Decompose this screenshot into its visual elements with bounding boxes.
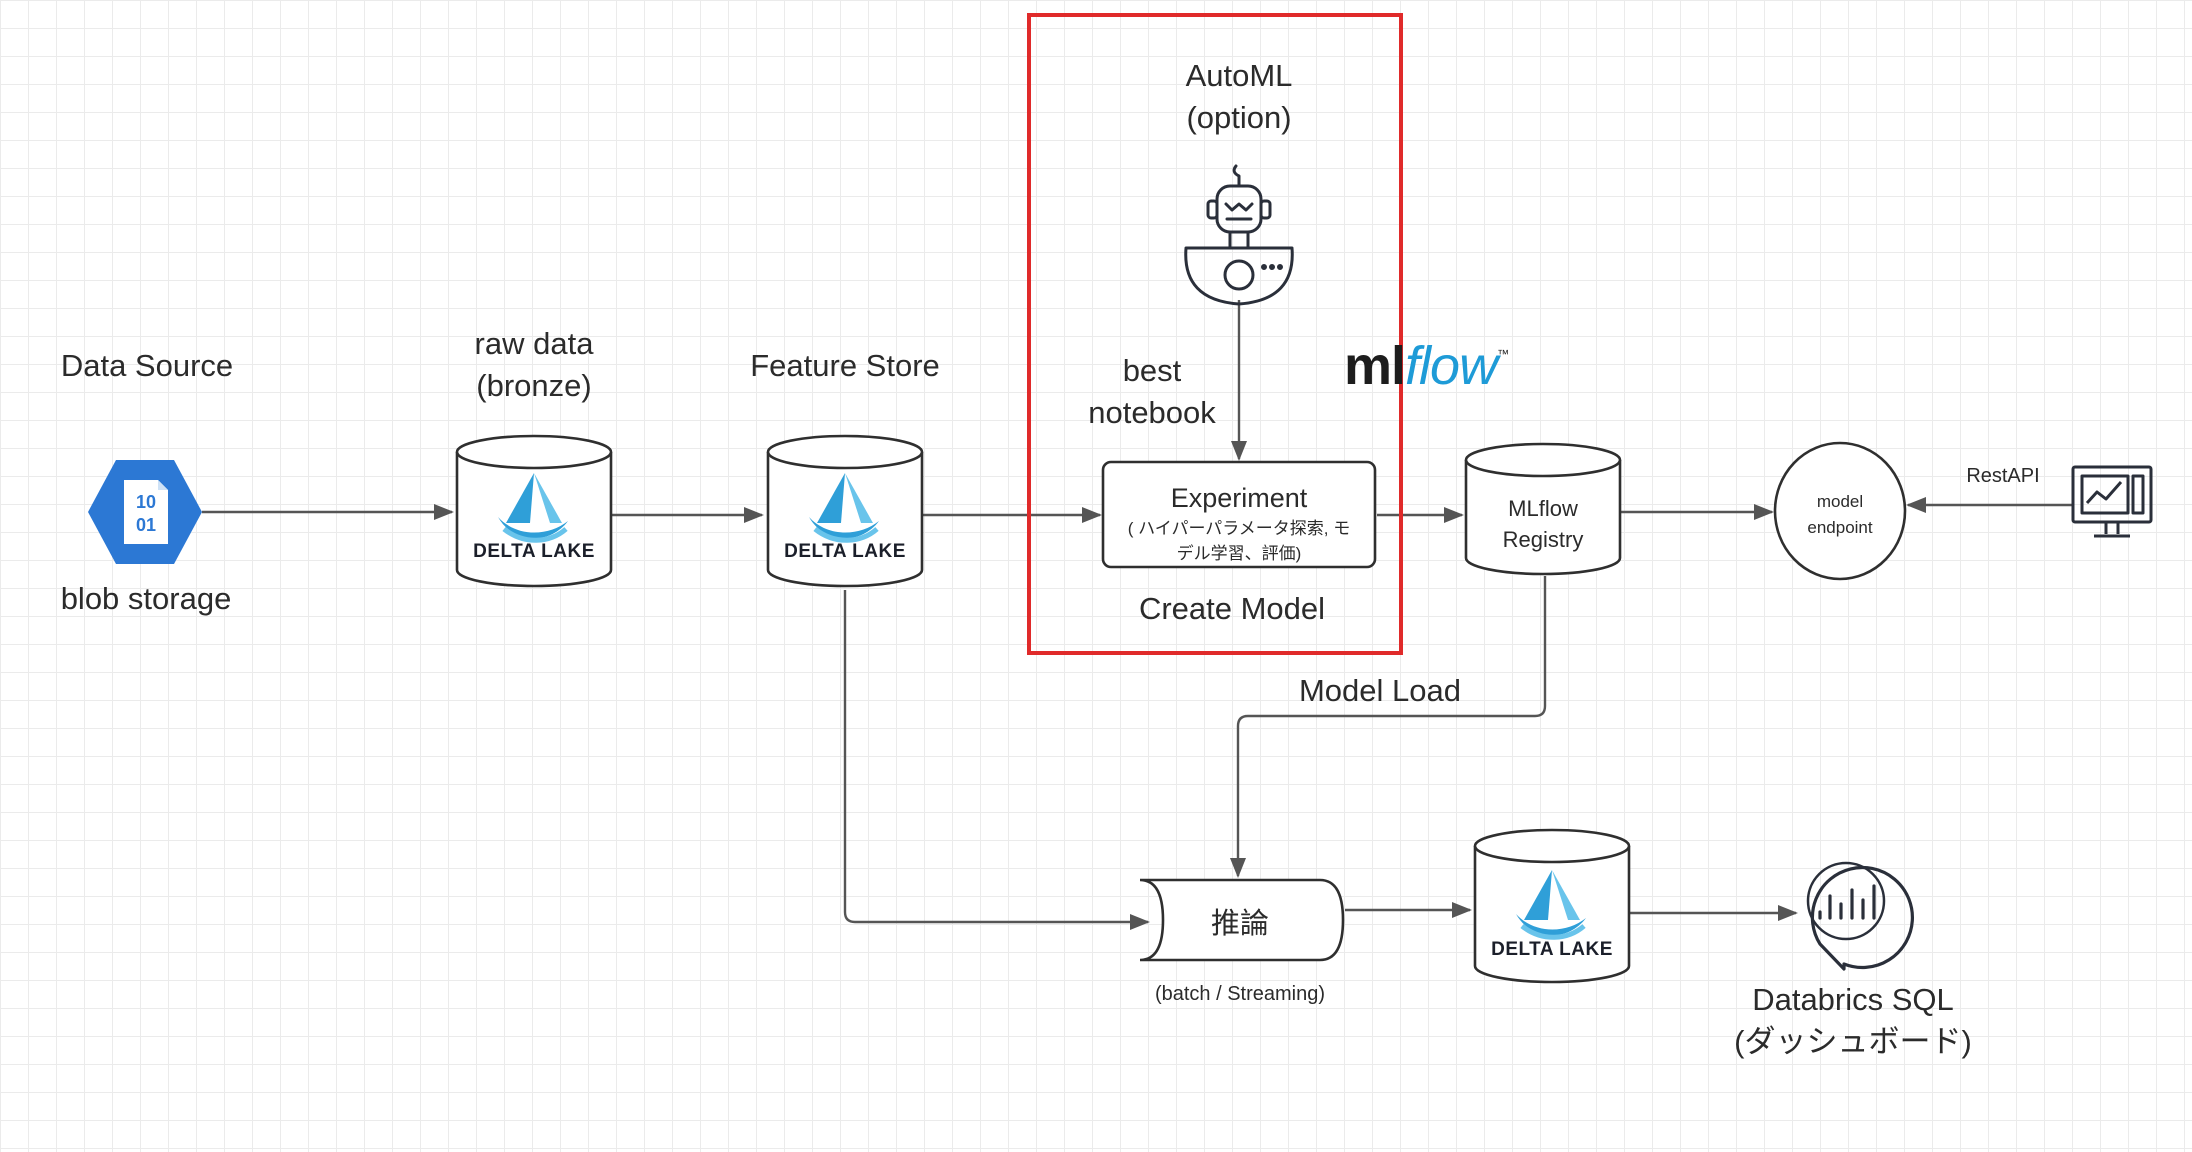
experiment-desc-line1: ( ハイパーパラメータ探索, モ [1128, 519, 1350, 538]
model-endpoint-node[interactable]: model endpoint [1773, 441, 1907, 581]
registry-line1: MLflow [1508, 496, 1578, 521]
blob-bits-line2: 01 [136, 515, 156, 535]
best-notebook-line1: best [1123, 353, 1182, 388]
create-model-highlight-box [1027, 13, 1403, 655]
create-model-caption: Create Model [1139, 591, 1325, 626]
registry-line2: Registry [1503, 527, 1584, 552]
experiment-desc-line2: デル学習、評価) [1177, 543, 1302, 563]
raw-data-title-line1: raw data [475, 326, 595, 361]
inference-caption: (batch / Streaming) [1155, 983, 1325, 1005]
inference-title: 推論 [1211, 907, 1269, 940]
mlflow-registry-node[interactable]: MLflow Registry [1464, 442, 1622, 576]
monitor-chart-icon [2071, 465, 2153, 538]
endpoint-line1: model [1817, 492, 1863, 511]
blob-bits-line1: 10 [136, 492, 156, 512]
automl-title-line2: (option) [1186, 100, 1291, 135]
output-delta-text: DELTA LAKE [1491, 939, 1613, 960]
mlflow-logo-flow: flow [1405, 336, 1501, 396]
data-source-node: Data Source 10 01 blob storage [61, 348, 233, 616]
output-delta-node: DELTA LAKE [1473, 828, 1631, 984]
arrow-feature-to-inference [843, 590, 1150, 930]
arrow-registry-model-load [1230, 576, 1547, 878]
raw-data-node: raw data (bronze) DELTA LAKE [455, 326, 613, 588]
output-delta-cylinder [1473, 828, 1631, 984]
databricks-sql-line2: (ダッシュボード) [1734, 1024, 1972, 1059]
best-notebook-line2: notebook [1088, 395, 1216, 430]
experiment-node[interactable]: Experiment ( ハイパーパラメータ探索, モ デル学習、評価) [1101, 460, 1377, 569]
experiment-title: Experiment [1171, 483, 1308, 513]
databricks-sql-line1: Databrics SQL [1752, 982, 1954, 1017]
model-load-label: Model Load [1299, 673, 1461, 708]
raw-data-delta-text: DELTA LAKE [473, 541, 595, 562]
feature-store-delta-text: DELTA LAKE [784, 541, 906, 562]
databricks-sql-icon [1806, 861, 1914, 971]
mlflow-logo-tm: ™ [1497, 347, 1508, 361]
feature-store-title: Feature Store [750, 348, 940, 383]
blob-storage-caption: blob storage [61, 581, 232, 616]
feature-store-cylinder [766, 434, 924, 588]
data-source-title: Data Source [61, 348, 233, 383]
automl-node: AutoML (option) [1184, 58, 1294, 306]
rest-api-label: RestAPI [1966, 465, 2039, 487]
endpoint-line2: endpoint [1807, 518, 1873, 537]
blob-storage-icon: 10 01 [88, 460, 202, 564]
mlflow-logo-ml: mlflow™ [1344, 336, 1508, 396]
raw-data-cylinder [455, 434, 613, 588]
robot-icon [1184, 164, 1294, 306]
experiment-box[interactable] [1101, 460, 1377, 569]
inference-node[interactable]: 推論 (batch / Streaming) [1139, 878, 1345, 1005]
mlflow-logo: mlflow™ [1344, 336, 1509, 396]
raw-data-title-line2: (bronze) [476, 368, 591, 403]
automl-title-line1: AutoML [1186, 58, 1293, 93]
feature-store-node: Feature Store DELTA LAKE [750, 348, 940, 588]
databricks-sql-node: Databrics SQL (ダッシュボード) [1734, 861, 1972, 1059]
connectors [202, 300, 2072, 930]
